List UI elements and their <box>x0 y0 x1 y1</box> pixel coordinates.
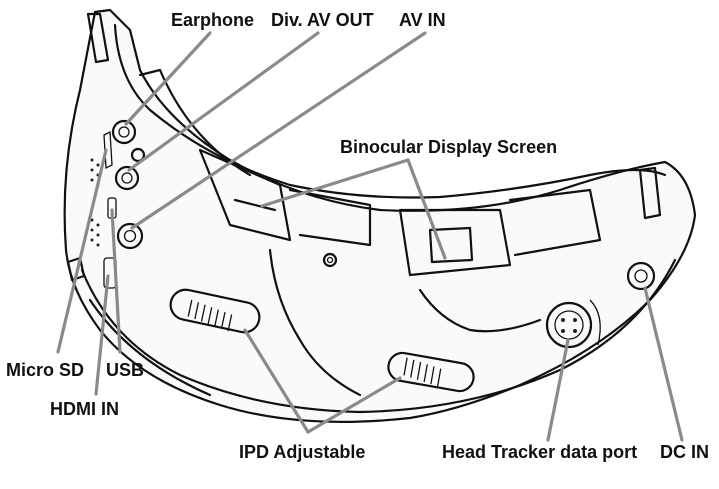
label-hdmi-in: HDMI IN <box>50 399 119 419</box>
earphone-jack <box>111 119 137 145</box>
label-usb: USB <box>106 360 145 380</box>
av-out-jack <box>114 165 140 191</box>
label-earphone: Earphone <box>171 10 255 30</box>
label-binocular-display-screen: Binocular Display Screen <box>340 137 558 157</box>
goggles-body <box>63 8 697 423</box>
head-tracker-port <box>545 299 601 349</box>
label-micro-sd: Micro SD <box>6 360 85 380</box>
ipd-slider-left <box>169 288 261 334</box>
label-div-av-out: Div. AV OUT <box>271 10 374 30</box>
ipd-slider-right <box>387 351 475 393</box>
dc-in-jack <box>626 261 656 291</box>
label-dc-in: DC IN <box>660 442 709 462</box>
label-head-tracker-data-port: Head Tracker data port <box>442 442 638 462</box>
label-ipd-adjustable: IPD Adjustable <box>239 442 366 462</box>
av-in-jack <box>116 222 144 250</box>
label-av-in: AV IN <box>399 10 446 30</box>
callout-lines <box>56 31 684 442</box>
